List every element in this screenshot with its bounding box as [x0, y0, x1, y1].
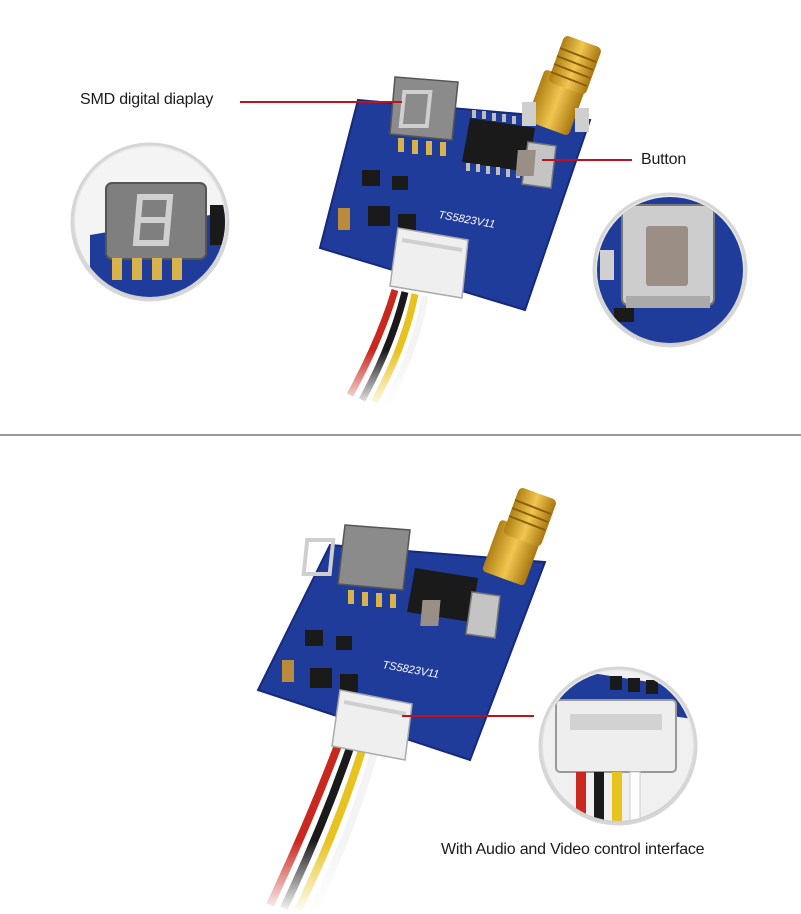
zoom-circle-interface [538, 666, 698, 826]
top-wire-bundle [330, 288, 440, 410]
bottom-tactile-button [420, 591, 501, 639]
display-callout-label: SMD digital diaplay [80, 91, 214, 108]
zoom-circle-display [70, 142, 230, 302]
top-seven-segment-display [389, 76, 459, 156]
bottom-transmitter-board: TS5823V11 [250, 488, 556, 914]
bottom-wire-bundle [250, 738, 390, 914]
bottom-jst-connector [331, 689, 413, 761]
top-jst-connector [389, 227, 469, 299]
bottom-seven-segment-display [301, 524, 411, 608]
top-tactile-button [515, 141, 557, 189]
zoom-circle-button [592, 192, 748, 348]
bottom-sma-connector [482, 488, 556, 586]
button-callout-label: Button [641, 151, 687, 168]
top-capacitor [338, 208, 350, 230]
top-sma-connector [527, 36, 601, 135]
top-transmitter-board: TS5823V11 [318, 36, 601, 410]
top-components [362, 170, 416, 232]
interface-callout-label: With Audio and Video control interface [441, 841, 705, 858]
top-ic-chip [462, 110, 535, 178]
